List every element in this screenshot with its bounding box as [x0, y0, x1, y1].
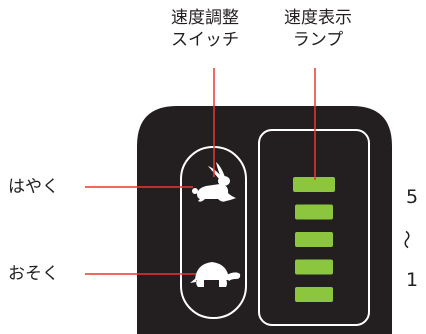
lamp-segment-1 [295, 287, 333, 302]
slow-label: おそく [8, 264, 59, 284]
lamp-callout-label: 速度表示 ランプ [266, 7, 370, 51]
lamp-callout-line1: 速度表示 [284, 8, 352, 28]
fast-label: はやく [8, 177, 59, 197]
lamp-segment-2 [295, 259, 333, 275]
lamp-segment-4 [295, 204, 333, 220]
rabbit-icon [192, 162, 236, 202]
switch-callout-line2: スイッチ [171, 30, 239, 50]
lamp-segment-5 [293, 177, 335, 192]
speed-lamp-segments [293, 177, 335, 302]
scale-min-label: 1 [406, 269, 419, 291]
scale-max-label: 5 [406, 186, 419, 208]
speed-lamp-frame [258, 129, 370, 326]
lamp-segment-3 [295, 232, 333, 247]
turtle-icon [190, 262, 241, 287]
lamp-callout-line2: ランプ [292, 30, 344, 50]
device-panel [137, 106, 392, 334]
switch-callout-label: 速度調整 スイッチ [146, 7, 264, 51]
switch-callout-line1: 速度調整 [171, 8, 239, 28]
